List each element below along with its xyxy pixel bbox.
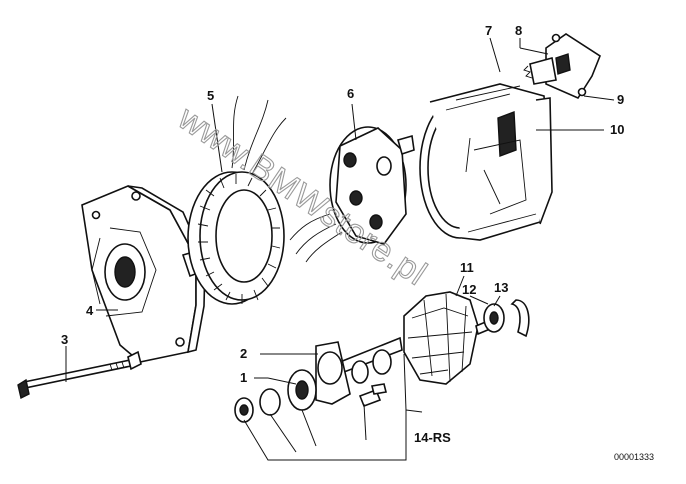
part-8-9-regulator <box>523 33 601 100</box>
part-3-through-bolt <box>17 350 142 400</box>
callout-2: 2 <box>240 346 247 361</box>
part-1-2-drive-bearing <box>234 341 392 423</box>
callout-5: 5 <box>207 88 214 103</box>
callout-7: 7 <box>485 23 492 38</box>
callout-4: 4 <box>86 303 94 318</box>
diagram-code: 00001333 <box>614 452 654 462</box>
part-6-rectifier <box>289 126 415 263</box>
callout-12: 12 <box>462 282 476 297</box>
part-10-rear-housing <box>419 83 553 241</box>
callout-13: 13 <box>494 280 508 295</box>
callout-10: 10 <box>610 122 624 137</box>
callout-8: 8 <box>515 23 522 38</box>
callout-9: 9 <box>617 92 624 107</box>
callout-6: 6 <box>347 86 354 101</box>
part-11-rotor <box>338 291 503 385</box>
part-5-stator <box>187 95 287 305</box>
callout-1: 1 <box>240 370 247 385</box>
leader-lines <box>65 37 615 461</box>
callout-14-rs: 14-RS <box>414 430 451 445</box>
part-4-end-housing <box>81 185 207 363</box>
part-12-13-bearing <box>483 299 530 338</box>
callout-11: 11 <box>460 260 474 275</box>
callout-3: 3 <box>61 332 68 347</box>
